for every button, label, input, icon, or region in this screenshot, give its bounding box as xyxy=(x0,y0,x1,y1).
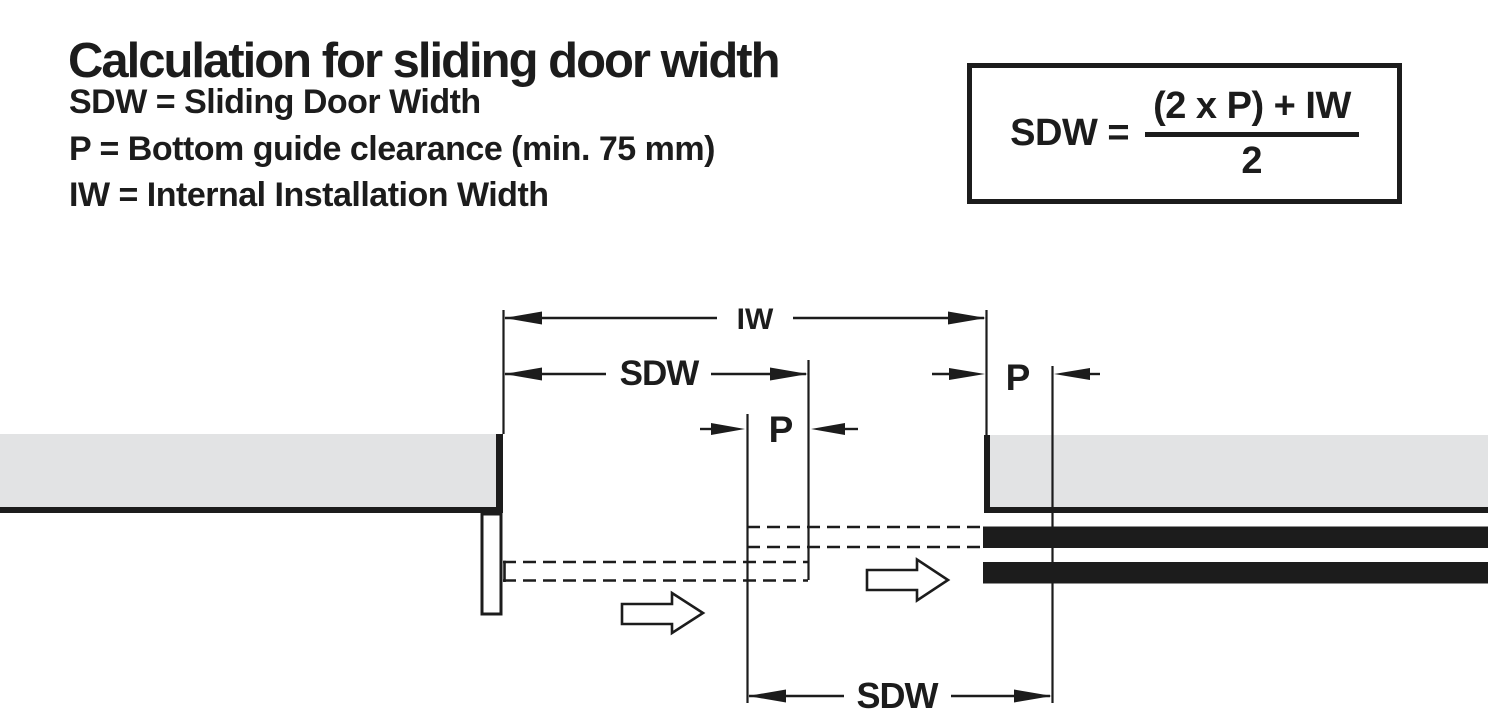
wall-right-body xyxy=(988,435,1488,507)
formula-lhs: SDW = xyxy=(1010,112,1130,154)
dimension-iw-arrow-right-icon xyxy=(948,311,986,325)
dimension-sdw-top: SDW xyxy=(504,354,808,393)
dimension-p-mid-arrow-left-icon xyxy=(711,423,745,435)
dimension-p-right-arrow-right-icon xyxy=(1054,368,1090,380)
slide-direction-arrow-left-icon xyxy=(620,590,706,636)
dimension-p-mid-arrow-right-icon xyxy=(811,423,845,435)
dimension-sdw-bottom: SDW xyxy=(748,675,1052,716)
dimension-sdw-top-arrow-left-icon xyxy=(504,367,542,381)
dimension-sdw-top-arrow-right-icon xyxy=(770,367,808,381)
legend: SDW = Sliding Door Width P = Bottom guid… xyxy=(69,79,715,219)
door-phantom-left xyxy=(503,560,808,582)
dimension-p-mid-label: P xyxy=(769,409,794,450)
wall-right-bottom-edge xyxy=(984,507,1488,513)
dimension-sdw-bottom-arrow-right-icon xyxy=(1014,689,1052,703)
door-panel-back xyxy=(983,526,1488,548)
formula-denominator: 2 xyxy=(1241,139,1263,182)
dimension-p-right: P xyxy=(932,357,1100,398)
dimension-sdw-top-label: SDW xyxy=(620,354,700,393)
formula-box: SDW = (2 x P) + IW 2 xyxy=(967,63,1402,204)
dimension-sdw-bottom-label: SDW xyxy=(857,675,939,716)
wall-right xyxy=(984,435,1488,513)
formula-numerator: (2 x P) + IW xyxy=(1145,85,1359,137)
slide-direction-arrow-right-icon xyxy=(865,557,951,603)
dimension-p-right-arrow-left-icon xyxy=(949,368,985,380)
dimension-p-mid: P xyxy=(700,409,858,450)
extension-lines xyxy=(502,310,1054,703)
dimension-p-right-label: P xyxy=(1006,357,1031,398)
wall-left-body xyxy=(0,434,500,507)
legend-line-p: P = Bottom guide clearance (min. 75 mm) xyxy=(69,129,715,168)
wall-left xyxy=(0,434,503,513)
wall-left-bottom-edge xyxy=(0,507,503,513)
dimension-sdw-bottom-arrow-left-icon xyxy=(748,689,786,703)
dimension-iw: IW xyxy=(504,303,986,336)
dimension-iw-label: IW xyxy=(737,303,774,336)
wall-left-end-edge xyxy=(496,434,503,513)
door-phantom-right xyxy=(747,525,985,549)
door-panel-front xyxy=(983,562,1488,584)
legend-line-sdw: SDW = Sliding Door Width xyxy=(69,83,481,121)
page-title: Calculation for sliding door width xyxy=(68,33,781,88)
formula-fraction: (2 x P) + IW 2 xyxy=(1145,85,1359,183)
legend-line-iw: IW = Internal Installation Width xyxy=(69,176,549,214)
wall-right-end-edge xyxy=(984,435,990,513)
dimension-iw-arrow-left-icon xyxy=(504,311,542,325)
bottom-guide-rail xyxy=(480,512,503,616)
